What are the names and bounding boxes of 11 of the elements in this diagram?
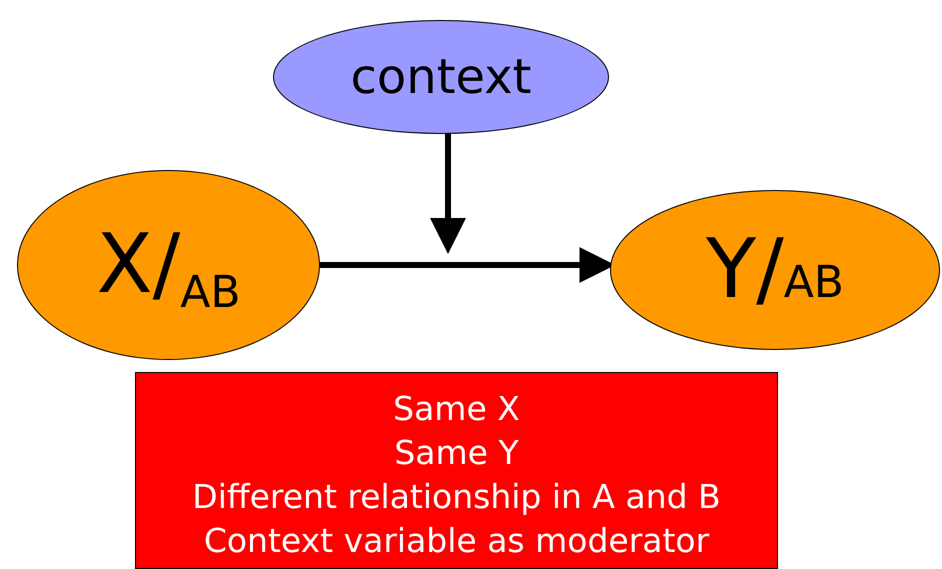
variable-label: Y/ [706, 229, 784, 311]
note-text: Context variable as moderator [204, 520, 710, 562]
group-subscript: AB [784, 261, 844, 305]
note-text: Same Y [394, 432, 519, 474]
note-box [135, 372, 778, 569]
variable-label: X/ [96, 224, 180, 306]
note-text: Different relationship in A and B [192, 476, 721, 518]
arrow [430, 133, 466, 254]
group-subscript: AB [180, 271, 241, 315]
node-label: context [350, 53, 532, 101]
note-text: Same X [393, 388, 520, 430]
